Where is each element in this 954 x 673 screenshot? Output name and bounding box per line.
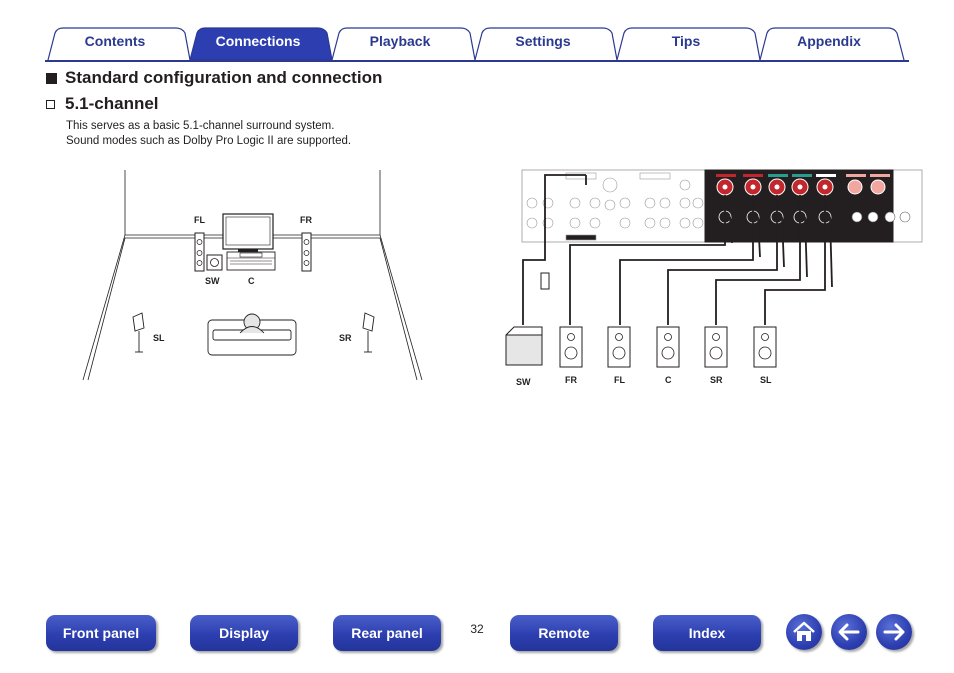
wiring-label-sw: SW — [516, 377, 531, 387]
tv-icon — [222, 213, 276, 271]
speaker-c-icon — [656, 326, 680, 368]
speaker-fr-icon — [559, 326, 583, 368]
tab-settings[interactable]: Settings — [515, 33, 571, 49]
speaker-sr-icon — [704, 326, 728, 368]
tab-playback[interactable]: Playback — [369, 33, 431, 49]
tab-contents-shape[interactable] — [47, 27, 191, 61]
arrow-left-icon — [838, 623, 860, 641]
arrow-right-icon — [883, 623, 905, 641]
subwoofer-icon — [505, 326, 543, 366]
label-sr: SR — [339, 333, 352, 343]
section-title-text: Standard configuration and connection — [65, 68, 383, 87]
index-button[interactable]: Index — [653, 615, 761, 651]
room-layout-diagram: FL FR SW C SL SR — [82, 170, 423, 381]
surround-left-speaker — [132, 312, 145, 353]
home-icon — [793, 621, 815, 641]
front-left-speaker — [194, 232, 205, 272]
speaker-wiring-diagram: SW FR FL C SR SL — [505, 169, 923, 387]
wiring-label-sl: SL — [760, 375, 772, 385]
tab-settings-shape[interactable] — [474, 27, 618, 61]
tab-bar: Contents Connections Playback Settings T… — [0, 0, 954, 64]
speaker-wires — [569, 195, 833, 325]
label-sw: SW — [205, 276, 220, 286]
speaker-fl-icon — [607, 326, 631, 368]
wiring-label-fl: FL — [614, 375, 625, 385]
wiring-label-sr: SR — [710, 375, 723, 385]
front-right-speaker — [301, 232, 312, 272]
receiver-rear-panel — [521, 169, 923, 243]
label-c: C — [248, 276, 255, 286]
label-fl: FL — [194, 215, 205, 225]
display-button[interactable]: Display — [190, 615, 298, 651]
forward-button[interactable] — [876, 614, 912, 650]
subsection-title-text: 5.1-channel — [65, 94, 159, 113]
tab-connections-shape[interactable] — [189, 27, 333, 61]
tab-tips-shape[interactable] — [616, 27, 761, 61]
surround-right-speaker — [362, 312, 375, 353]
tab-appendix[interactable]: Appendix — [797, 33, 861, 49]
wiring-label-fr: FR — [565, 375, 577, 385]
speaker-sl-icon — [753, 326, 777, 368]
wiring-label-c: C — [665, 375, 672, 385]
back-button[interactable] — [831, 614, 867, 650]
tab-playback-shape[interactable] — [331, 27, 476, 61]
home-button[interactable] — [786, 614, 822, 650]
tab-contents[interactable]: Contents — [84, 33, 146, 49]
description-line-1: This serves as a basic 5.1-channel surro… — [66, 120, 335, 132]
filled-square-icon — [46, 72, 57, 84]
empty-square-icon — [46, 99, 55, 109]
label-sl: SL — [153, 333, 165, 343]
description-line-2: Sound modes such as Dolby Pro Logic II a… — [66, 135, 352, 147]
tab-shapes — [47, 27, 905, 61]
remote-button[interactable]: Remote — [510, 615, 618, 651]
label-fr: FR — [300, 215, 312, 225]
tab-connections[interactable]: Connections — [215, 33, 301, 49]
tab-tips[interactable]: Tips — [671, 33, 701, 49]
sofa-with-listener — [207, 313, 297, 356]
subwoofer-cable — [522, 174, 587, 325]
section-title: Standard configuration and connection — [46, 68, 382, 88]
tab-appendix-shape[interactable] — [759, 27, 905, 61]
rear-panel-button[interactable]: Rear panel — [333, 615, 441, 651]
front-panel-button[interactable]: Front panel — [46, 615, 156, 651]
subsection-title: 5.1-channel — [46, 94, 159, 114]
tab-underline — [45, 60, 909, 62]
subwoofer-icon — [206, 254, 223, 271]
page-number: 32 — [470, 622, 484, 636]
